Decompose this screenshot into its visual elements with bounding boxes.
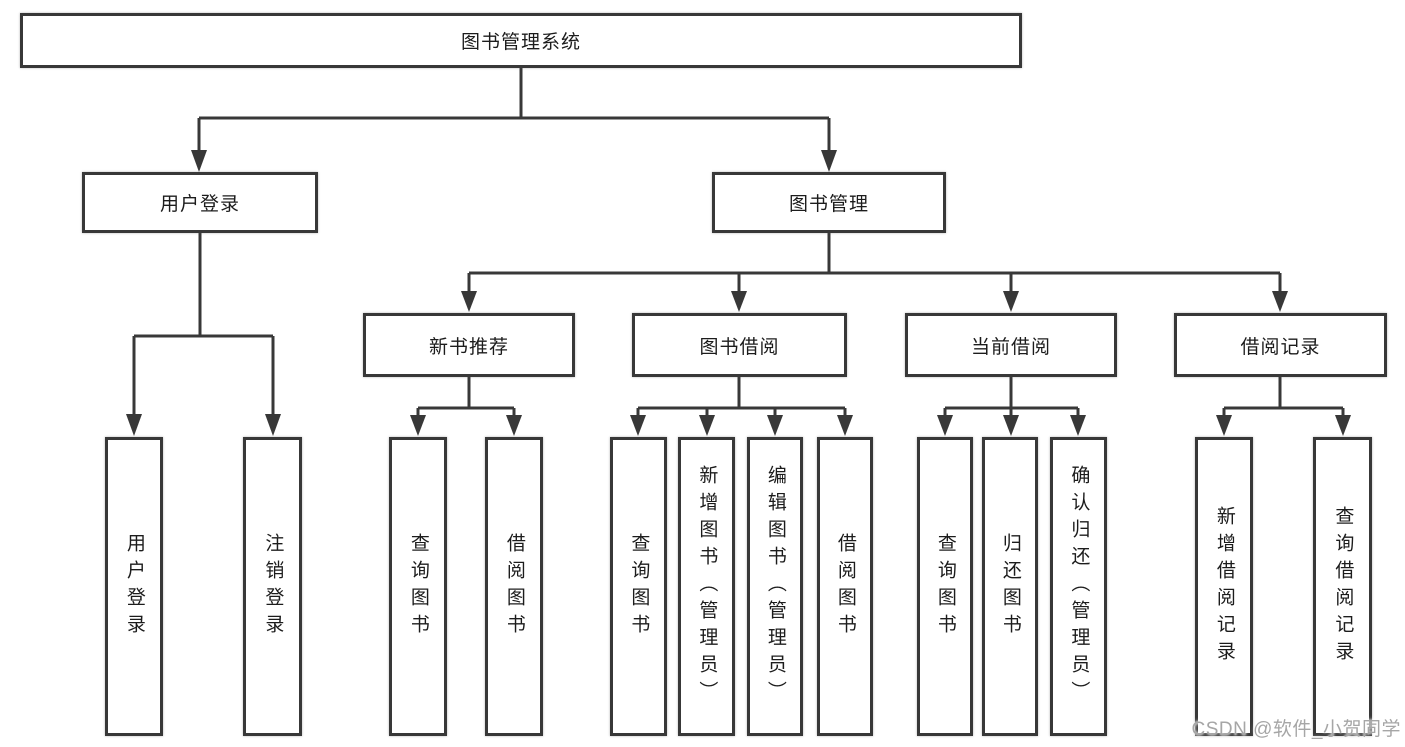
leaf-edit-books-admin: 编辑图书（管理员） [747, 437, 803, 736]
node-borrow-records: 借阅记录 [1174, 313, 1387, 377]
leaf-confirm-return-admin: 确认归还（管理员） [1050, 437, 1107, 736]
node-user-login: 用户登录 [82, 172, 318, 233]
node-current-borrow: 当前借阅 [905, 313, 1117, 377]
leaf-query-books-current: 查询图书 [917, 437, 973, 736]
leaf-query-books-borrow: 查询图书 [610, 437, 667, 736]
node-label: 查询图书 [407, 532, 429, 641]
leaf-add-borrow-record: 新增借阅记录 [1195, 437, 1253, 736]
node-label: 当前借阅 [970, 336, 1051, 358]
node-label: 图书管理 [788, 194, 869, 215]
node-book-management: 图书管理 [712, 172, 946, 233]
node-label: 借阅图书 [834, 532, 856, 641]
node-label: 图书管理系统 [460, 32, 581, 53]
node-label: 归还图书 [999, 532, 1021, 641]
node-label: 新增借阅记录 [1213, 505, 1235, 668]
node-label: 新书推荐 [428, 336, 509, 358]
node-label: 查询图书 [934, 532, 956, 641]
node-label: 用户登录 [123, 532, 145, 641]
node-label: 编辑图书（管理员） [764, 465, 786, 708]
csdn-watermark: CSDN @软件_小贺同学 [1191, 719, 1401, 740]
node-label: 新增图书（管理员） [696, 465, 718, 708]
node-label: 确认归还（管理员） [1068, 465, 1090, 708]
leaf-borrow-books-recommend: 借阅图书 [485, 437, 543, 736]
node-library-system: 图书管理系统 [20, 13, 1022, 68]
node-label: 注销登录 [262, 532, 284, 641]
leaf-query-books-recommend: 查询图书 [389, 437, 447, 736]
leaf-logout: 注销登录 [243, 437, 302, 736]
node-label: 借阅图书 [503, 532, 525, 641]
node-new-book-recommend: 新书推荐 [363, 313, 575, 377]
node-label: 查询图书 [628, 532, 650, 641]
leaf-query-borrow-record: 查询借阅记录 [1313, 437, 1372, 736]
leaf-add-books-admin: 新增图书（管理员） [678, 437, 735, 736]
node-label: 查询借阅记录 [1332, 505, 1354, 668]
leaf-user-login: 用户登录 [105, 437, 163, 736]
node-label: 用户登录 [159, 194, 240, 215]
node-book-borrow: 图书借阅 [632, 313, 847, 377]
node-label: 借阅记录 [1240, 336, 1321, 358]
leaf-return-books: 归还图书 [982, 437, 1038, 736]
arrow-down-icons [126, 150, 1351, 436]
leaf-borrow-books: 借阅图书 [817, 437, 873, 736]
node-label: 图书借阅 [699, 336, 780, 358]
